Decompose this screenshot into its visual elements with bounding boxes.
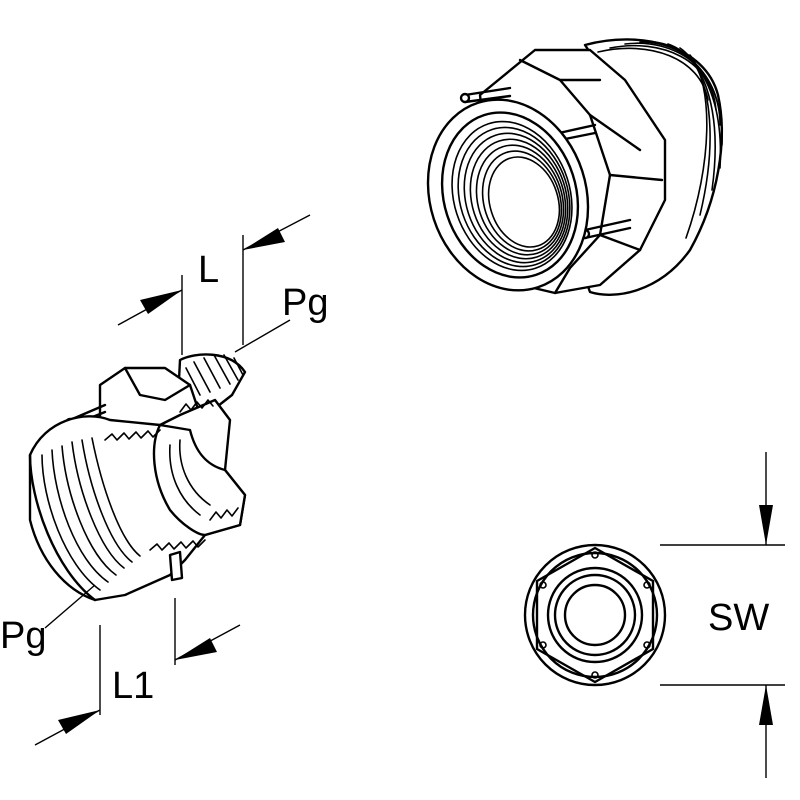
- label-pg-bottom: Pg: [0, 615, 46, 657]
- adapter-3d-view: [426, 38, 723, 296]
- label-L: L: [198, 249, 219, 291]
- dimension-SW: [660, 452, 785, 778]
- leader-pg: [44, 319, 291, 629]
- dimension-L: [117, 214, 311, 355]
- label-L1: L1: [112, 665, 154, 707]
- label-SW: SW: [708, 597, 769, 639]
- adapter-end-view: [523, 543, 667, 687]
- label-pg-top: Pg: [282, 282, 328, 324]
- dimension-L1: [34, 598, 241, 746]
- adapter-section-view: [28, 353, 247, 602]
